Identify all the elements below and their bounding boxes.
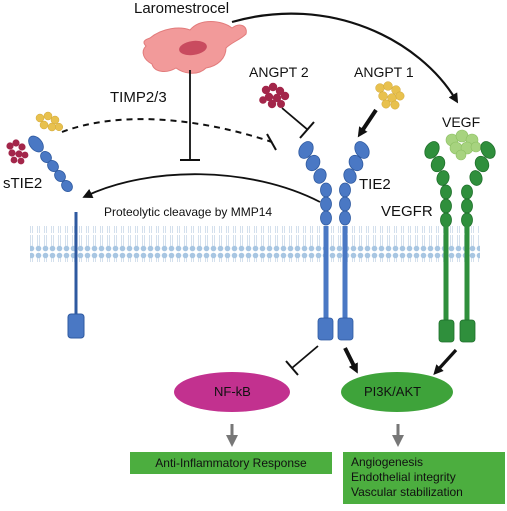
vegf-protein <box>445 129 482 161</box>
angpt1-protein <box>375 81 405 110</box>
stie2-fragment <box>28 135 73 193</box>
vegfr-receptor <box>424 141 496 343</box>
anti-inflammatory-box <box>130 452 332 474</box>
stie2-bound-angpt <box>6 111 64 165</box>
nfkb-label: NF-kB <box>214 384 251 399</box>
vegf-label: VEGF <box>442 114 481 130</box>
angpt1-activation-arrow <box>357 108 378 138</box>
outcome-vascular-stabilization: Vascular stabilization <box>351 485 463 499</box>
stie2-label: sTIE2 <box>3 175 43 192</box>
vascular-outcome-box <box>343 452 505 504</box>
outcome-endothelial-integrity: Endothelial integrity <box>351 470 456 484</box>
cell-to-vegf-arrow <box>231 12 459 104</box>
laromestrocel-cell <box>142 21 247 74</box>
cleavage-label: Proteolytic cleavage by MMP14 <box>104 205 273 219</box>
cell-membrane <box>30 226 480 262</box>
outcome-angiogenesis: Angiogenesis <box>351 455 424 469</box>
tie2-to-pi3k-arrow <box>343 347 358 374</box>
stie2-dashed-inhibition <box>61 118 273 143</box>
tie2-label: TIE2 <box>359 176 391 193</box>
anti-inflammatory-text: Anti-Inflammatory Response <box>155 456 307 470</box>
angpt2-protein <box>259 82 290 109</box>
timp-label: TIMP2/3 <box>110 89 167 106</box>
cleavage-arrow <box>82 173 321 203</box>
tie2-inhibits-nfkb <box>291 345 319 369</box>
vascular-outcomes-list: Angiogenesis Endothelial integrity Vascu… <box>351 455 463 500</box>
vegfr-label: VEGFR <box>381 203 433 220</box>
tie2-receptor <box>298 141 370 341</box>
angpt2-inhibition-line <box>281 107 309 131</box>
laromestrocel-label: Laromestrocel <box>134 0 230 17</box>
truncated-tie2 <box>67 212 85 339</box>
pi3k-node <box>341 372 453 412</box>
vegfr-to-pi3k-arrow <box>433 348 458 375</box>
pi3k-label: PI3K/AKT <box>364 384 422 399</box>
nfkb-node <box>174 372 290 412</box>
angpt2-label: ANGPT 2 <box>249 64 309 80</box>
angpt1-label: ANGPT 1 <box>354 64 414 80</box>
